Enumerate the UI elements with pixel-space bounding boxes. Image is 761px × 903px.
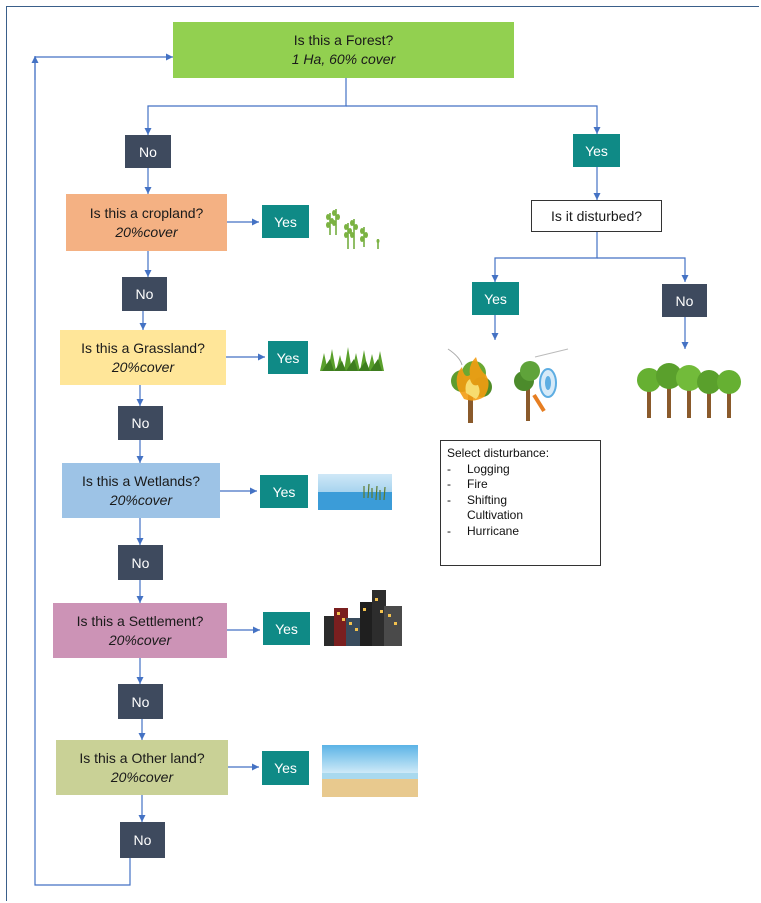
- disturbed-question-text: Is it disturbed?: [550, 207, 643, 224]
- grassland-yes-box: Yes: [268, 341, 308, 374]
- disturbed-no-box: No: [662, 284, 707, 317]
- connector-root-split: [144, 78, 347, 135]
- disturbance-label: Cultivation: [467, 508, 524, 522]
- forest-question-title: Is this a Forest?: [293, 32, 394, 48]
- no-box-forest: No: [125, 135, 171, 168]
- connector-loop-back: [34, 53, 173, 886]
- healthy-forest-icon: [637, 363, 741, 418]
- forest-yes-box: Yes: [573, 134, 620, 167]
- disturbance-bullet: [447, 508, 467, 524]
- disturbance-item: Cultivation: [447, 508, 594, 524]
- disturbed-question-box: Is it disturbed?: [531, 200, 662, 232]
- city-skyline-icon: [324, 590, 402, 646]
- connector-disturbed-no: [597, 257, 689, 282]
- connector-disturbed-split: [491, 232, 598, 282]
- disturbance-label: Shifting: [467, 492, 508, 507]
- no-box-grassland: No: [118, 406, 163, 440]
- wetland-icon: [318, 474, 392, 510]
- cropland-question-title: Is this a cropland?: [89, 204, 204, 221]
- disturbance-bullet: -: [447, 461, 451, 476]
- grass-icon: [320, 347, 384, 371]
- no-box-settlement: No: [118, 684, 163, 719]
- cropland-question-box: Is this a cropland? 20%cover: [66, 194, 227, 251]
- cropland-yes-box: Yes: [262, 205, 309, 238]
- diagram-frame: [6, 6, 759, 901]
- wetlands-yes-box: Yes: [260, 475, 308, 508]
- disturbance-bullet: -: [447, 477, 451, 491]
- forest-question-box: Is this a Forest? 1 Ha, 60% cover: [173, 22, 514, 78]
- no-box-wetlands: No: [118, 545, 163, 580]
- disturbance-label: Logging: [467, 461, 510, 476]
- disturbance-item: - Fire: [447, 477, 594, 493]
- otherland-question-title: Is this a Other land?: [79, 749, 205, 766]
- disturbance-select-box: Select disturbance: - Logging - Fire - S…: [440, 440, 601, 566]
- cropland-question-cover: 20%cover: [115, 223, 178, 240]
- otherland-question-cover: 20%cover: [110, 768, 174, 785]
- wetlands-question-cover: 20%cover: [109, 491, 173, 508]
- wetlands-question-box: Is this a Wetlands? 20%cover: [62, 463, 220, 518]
- forest-question-subtitle: 1 Ha, 60% cover: [291, 51, 396, 67]
- disturbance-label: Hurricane: [467, 523, 520, 538]
- settlement-question-box: Is this a Settlement? 20%cover: [53, 603, 227, 658]
- settlement-yes-box: Yes: [263, 612, 310, 645]
- grassland-question-title: Is this a Grassland?: [81, 339, 205, 356]
- settlement-question-cover: 20%cover: [108, 631, 172, 648]
- grassland-question-box: Is this a Grassland? 20%cover: [60, 330, 226, 385]
- no-box-cropland: No: [122, 277, 167, 311]
- settlement-question-title: Is this a Settlement?: [76, 612, 204, 629]
- beach-icon: [322, 745, 418, 797]
- wheat-icon: [326, 209, 380, 249]
- otherland-question-box: Is this a Other land? 20%cover: [56, 740, 228, 795]
- disturbance-item: - Hurricane: [447, 524, 594, 540]
- grassland-question-cover: 20%cover: [111, 358, 175, 375]
- wetlands-question-title: Is this a Wetlands?: [81, 472, 201, 489]
- disturbance-item: - Shifting: [447, 493, 594, 509]
- burning-forest-icon: [447, 348, 569, 423]
- no-box-otherland: No: [120, 822, 165, 858]
- otherland-yes-box: Yes: [262, 751, 309, 785]
- disturbance-item: - Logging: [447, 462, 594, 478]
- disturbance-title: Select disturbance:: [447, 446, 550, 460]
- connector-root-yes: [346, 105, 601, 134]
- disturbance-label: Fire: [467, 477, 488, 491]
- disturbed-yes-box: Yes: [472, 282, 519, 315]
- disturbance-bullet: -: [447, 523, 451, 538]
- disturbance-bullet: -: [447, 492, 451, 507]
